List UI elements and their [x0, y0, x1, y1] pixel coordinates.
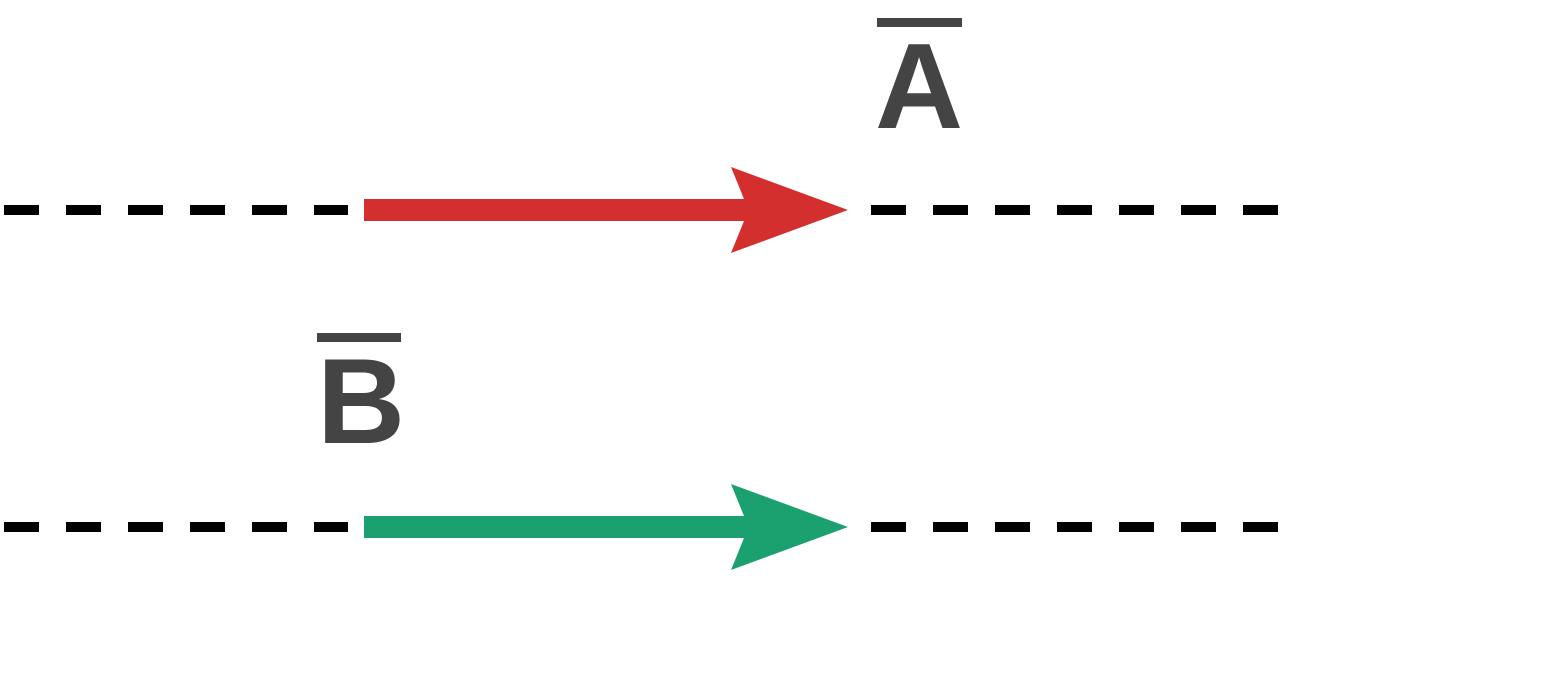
vector-b-group: B — [4, 333, 1278, 570]
vector-a-group: A — [4, 18, 1278, 253]
vector-a-label-overbar — [877, 18, 962, 27]
vector-b-label-overbar — [317, 333, 401, 342]
vector-b-label: B — [317, 333, 405, 469]
vector-a-arrow-shaft — [364, 199, 748, 221]
vector-a-arrow-head — [731, 167, 848, 253]
vector-b-arrow-head — [731, 484, 848, 570]
vector-a-label: A — [875, 18, 963, 154]
vector-b-arrow-shaft — [364, 516, 748, 538]
